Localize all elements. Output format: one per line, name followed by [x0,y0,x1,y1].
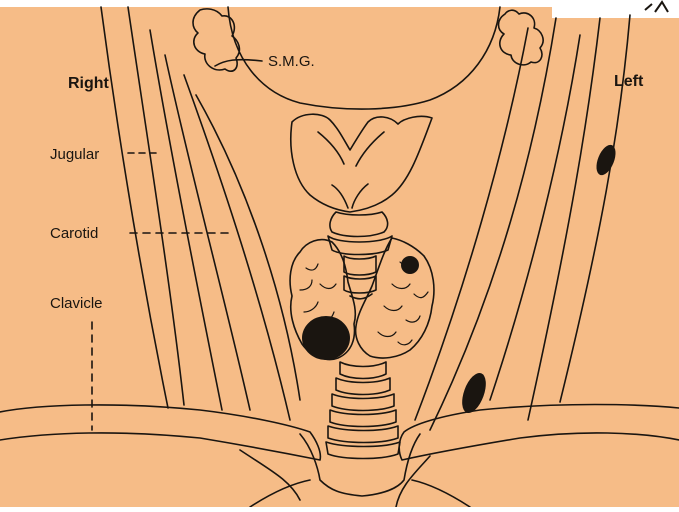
top-margin-left [0,0,552,7]
label-clavicle: Clavicle [50,295,103,312]
label-carotid: Carotid [50,225,98,242]
top-margin-right [552,0,679,18]
label-jugular: Jugular [50,146,99,163]
label-smg: S.M.G. [268,53,315,70]
label-right: Right [68,75,110,92]
thyroid-nodule-small [401,256,419,274]
thyroid-nodule-large [302,316,350,360]
label-left: Left [614,73,644,90]
